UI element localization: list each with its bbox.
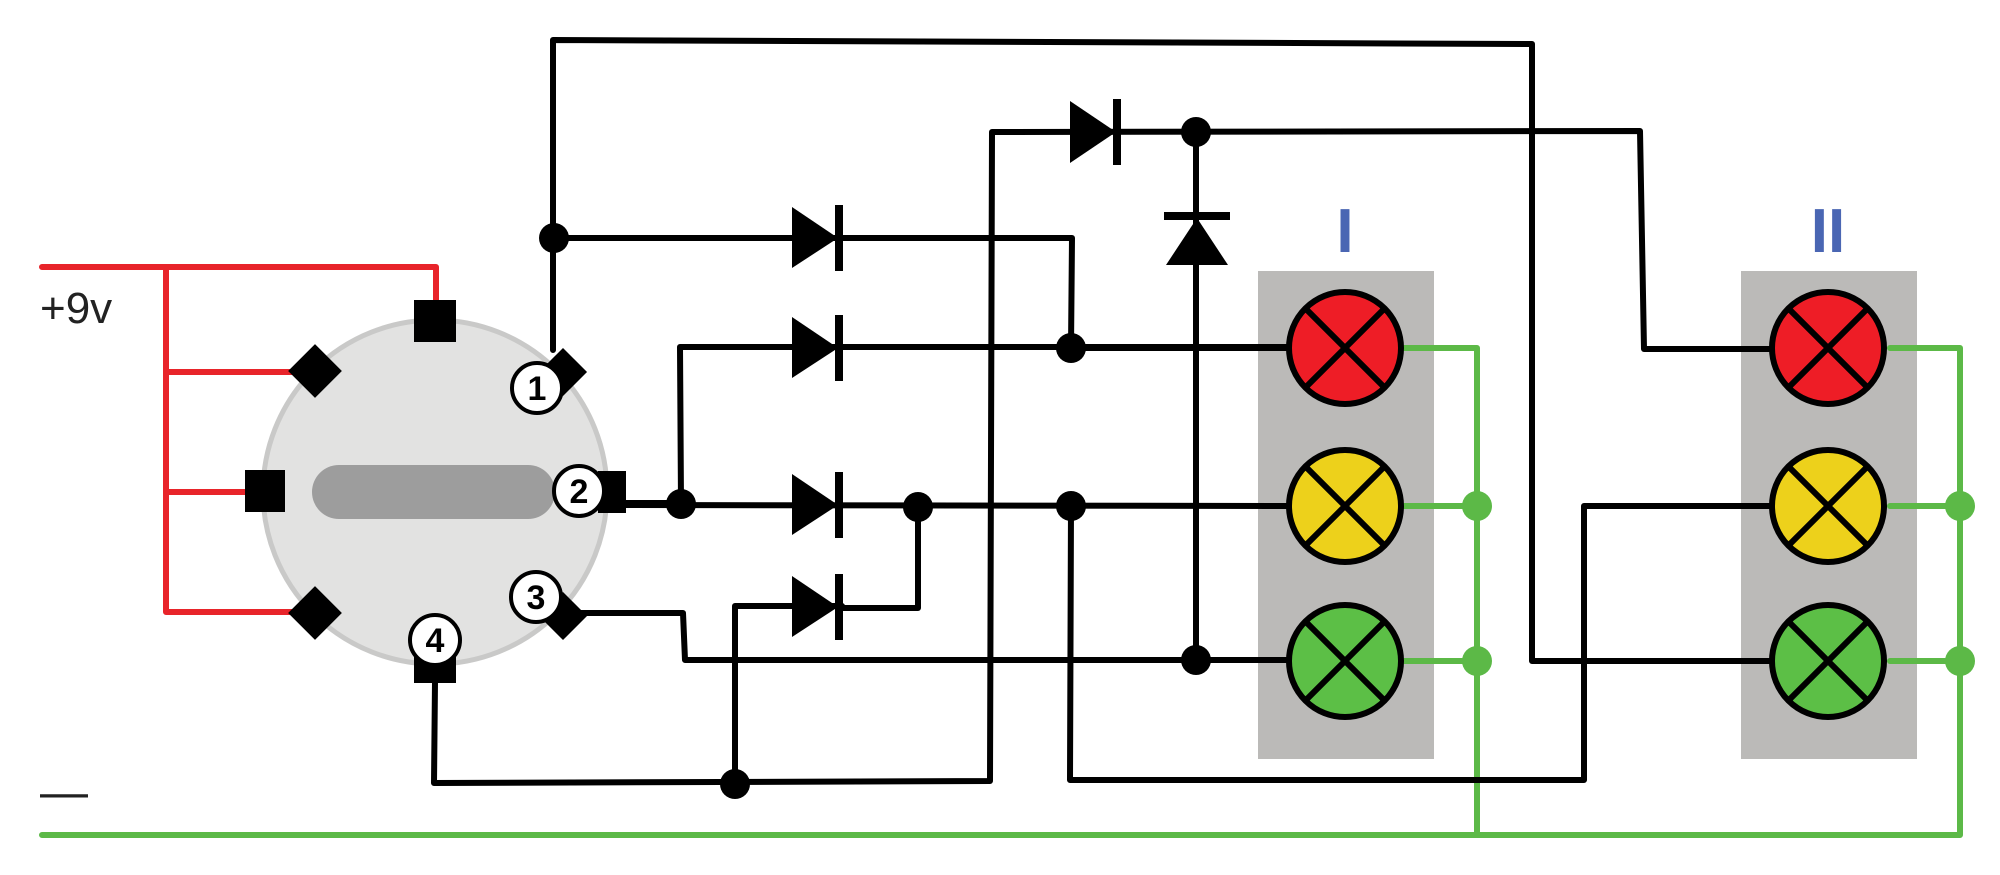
signal-2-yellow-lamp bbox=[1769, 447, 1887, 565]
negative-supply-label: — bbox=[40, 766, 88, 819]
diode bbox=[792, 315, 843, 381]
diode bbox=[792, 472, 843, 538]
diode bbox=[1070, 99, 1121, 165]
signal-1-green-lamp bbox=[1286, 602, 1404, 720]
positive-supply-label: +9v bbox=[40, 284, 112, 333]
switch-position-4: 4 bbox=[408, 613, 462, 667]
switch-position-3-label: 3 bbox=[527, 579, 546, 617]
signal-2-red-lamp bbox=[1769, 289, 1887, 407]
signal-1-red-lamp bbox=[1286, 289, 1404, 407]
rotary-switch-slot bbox=[312, 465, 555, 519]
diode bbox=[1164, 212, 1230, 265]
wire-junctions bbox=[539, 117, 1211, 799]
ground-junctions bbox=[1462, 491, 1975, 676]
signal-2-label: II bbox=[1811, 197, 1845, 266]
signal-1-label: I bbox=[1336, 197, 1353, 266]
signal-1-yellow-lamp bbox=[1286, 447, 1404, 565]
switch-position-2-label: 2 bbox=[570, 473, 589, 511]
switch-position-1: 1 bbox=[510, 361, 564, 415]
signal-wiring bbox=[431, 37, 1773, 793]
diode bbox=[792, 205, 843, 271]
switch-position-2: 2 bbox=[552, 464, 606, 518]
switch-position-1-label: 1 bbox=[528, 370, 547, 408]
diode bbox=[792, 574, 843, 640]
switch-position-4-label: 4 bbox=[426, 622, 445, 660]
signal-2-green-lamp bbox=[1769, 602, 1887, 720]
switch-position-3: 3 bbox=[509, 570, 563, 624]
